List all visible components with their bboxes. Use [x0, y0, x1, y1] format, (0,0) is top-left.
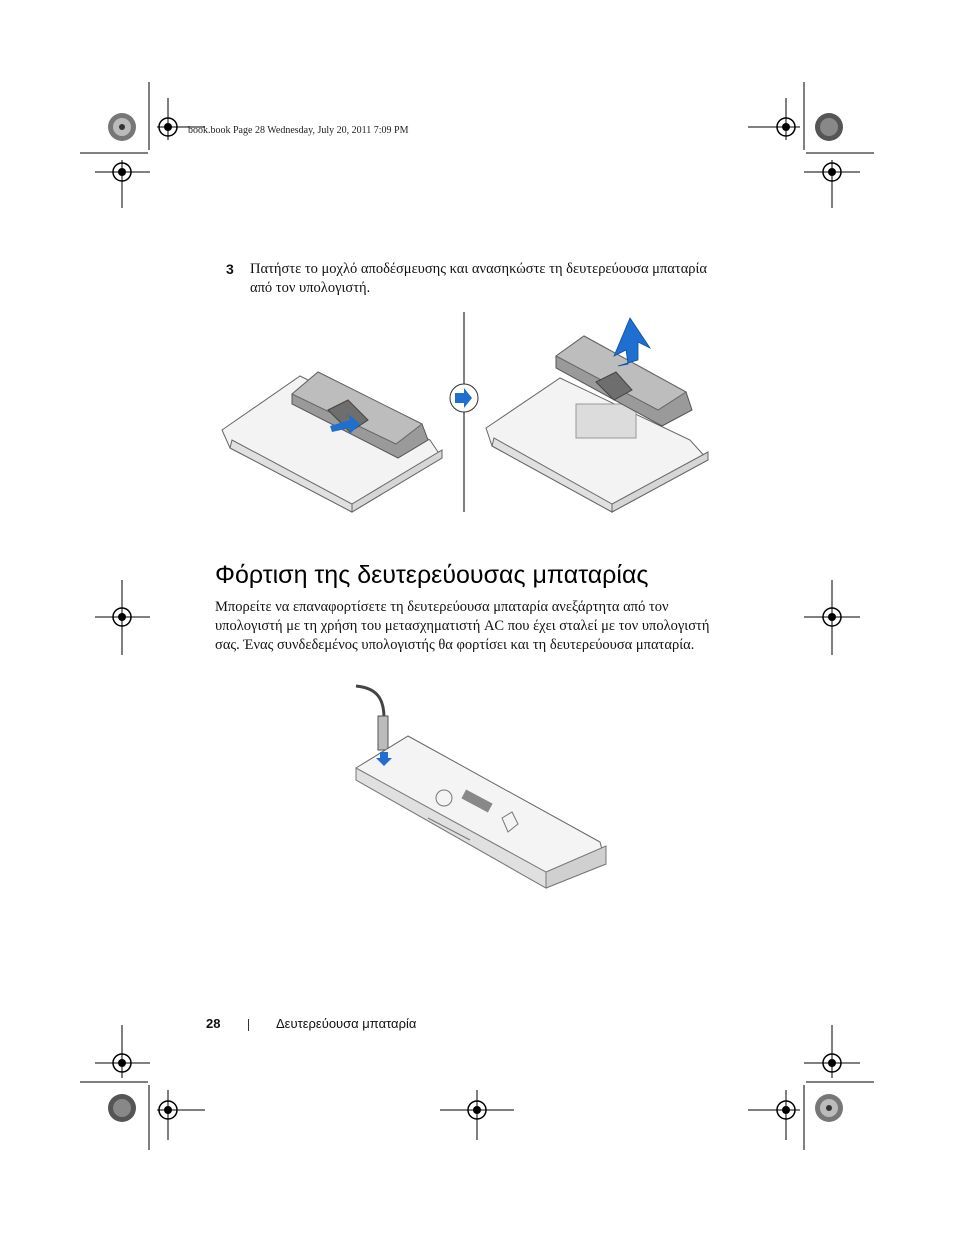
next-step-arrow-icon: [449, 383, 479, 413]
laptop-base-right: [485, 377, 709, 513]
body-paragraph: Μπορείτε να επαναφορτίσετε τη δευτερεύου…: [215, 599, 710, 653]
print-header: book.book Page 28 Wednesday, July 20, 20…: [188, 125, 409, 136]
starburst-mark: [108, 1094, 136, 1122]
ac-adapter-plug: [377, 715, 389, 751]
registration-mark: [158, 1100, 178, 1120]
lift-arrow-up: [613, 317, 652, 367]
secondary-battery-right: [555, 335, 693, 427]
starburst-mark: [815, 1094, 843, 1122]
registration-mark: [822, 607, 842, 627]
connect-arrow-down: [376, 752, 392, 766]
step-text: Πατήστε το μοχλό αποδέσμευσης και ανασηκ…: [250, 261, 708, 296]
footer-separator: [248, 1019, 249, 1031]
push-arrow-left: [330, 414, 360, 434]
registration-mark: [112, 1053, 132, 1073]
section-heading: Φόρτιση της δευτερεύουσας μπαταρίας: [215, 561, 649, 589]
laptop-base-left: [221, 375, 443, 513]
starburst-mark: [108, 113, 136, 141]
registration-mark: [112, 607, 132, 627]
registration-mark: [776, 1100, 796, 1120]
step-number: 3: [226, 261, 234, 277]
registration-mark: [158, 117, 178, 137]
footer-section-title: Δευτερεύουσα μπαταρία: [276, 1016, 417, 1031]
registration-mark: [776, 117, 796, 137]
secondary-battery: [355, 735, 607, 889]
registration-mark: [112, 162, 132, 182]
footer-page-number: 28: [206, 1016, 221, 1031]
starburst-mark: [815, 113, 843, 141]
registration-mark: [822, 1053, 842, 1073]
registration-mark: [467, 1100, 487, 1120]
registration-mark: [822, 162, 842, 182]
